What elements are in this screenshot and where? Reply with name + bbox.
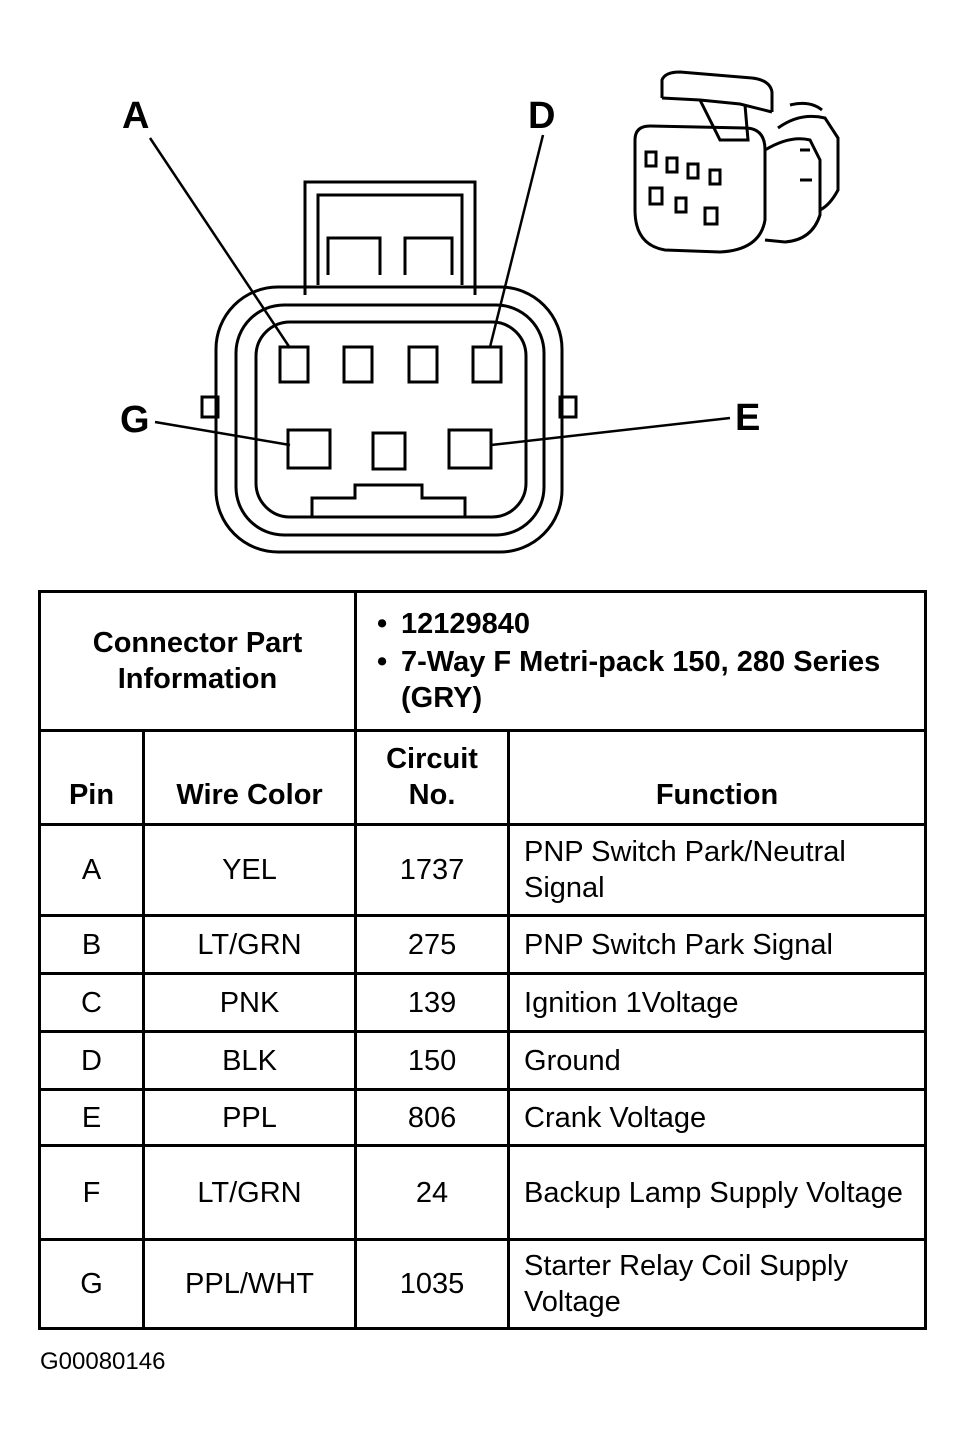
pin-cavity-g	[286, 428, 332, 470]
table-row: C PNK 139 Ignition 1Voltage	[38, 972, 928, 1033]
pin-cavity-d	[471, 345, 503, 384]
connector-body-outer	[214, 285, 564, 554]
connector-body-mid	[234, 303, 546, 537]
part-info-cell: 12129840 7-Way F Metri-pack 150, 280 Ser…	[354, 590, 928, 732]
circuit-cell: 24	[354, 1144, 511, 1241]
pin-cavity-f	[371, 431, 407, 471]
function-cell: PNP Switch Park Signal	[507, 914, 928, 975]
connector-diagram: A D G E	[120, 70, 840, 554]
connector-3d-illustration	[633, 70, 840, 254]
leader-g	[154, 420, 291, 447]
pin-cell: E	[38, 1088, 145, 1147]
wire-color-cell: PNK	[141, 972, 358, 1033]
pin-cell: A	[38, 823, 145, 917]
wire-color-cell: YEL	[141, 823, 358, 917]
pin-cavity-a	[278, 345, 310, 384]
circuit-cell: 150	[354, 1030, 511, 1091]
function-cell: Starter Relay Coil Supply Voltage	[507, 1238, 928, 1330]
pin-cell: F	[38, 1144, 145, 1241]
table-row: B LT/GRN 275 PNP Switch Park Signal	[38, 914, 928, 975]
circuit-cell: 1737	[354, 823, 511, 917]
function-cell: Crank Voltage	[507, 1088, 928, 1147]
wire-color-cell: BLK	[141, 1030, 358, 1091]
figure-id: G00080146	[40, 1348, 166, 1375]
col-header-pin: Pin	[38, 729, 145, 826]
circuit-cell: 1035	[354, 1238, 511, 1330]
circuit-cell: 275	[354, 914, 511, 975]
pin-cell: D	[38, 1030, 145, 1091]
pin-cavity-c	[407, 345, 439, 384]
pin-cavity-b	[342, 345, 374, 384]
function-cell: Ground	[507, 1030, 928, 1091]
pin-cell: G	[38, 1238, 145, 1330]
part-info-header: Connector Part Information	[37, 590, 358, 732]
pin-cell: B	[38, 914, 145, 975]
table-row: D BLK 150 Ground	[38, 1030, 928, 1091]
label-d: D	[528, 95, 555, 137]
label-a: A	[122, 95, 149, 137]
leader-e	[490, 416, 731, 447]
table-row: G PPL/WHT 1035 Starter Relay Coil Supply…	[38, 1238, 928, 1330]
pin-cavity-e	[447, 428, 493, 470]
table-row: E PPL 806 Crank Voltage	[38, 1088, 928, 1147]
wire-color-cell: PPL/WHT	[141, 1238, 358, 1330]
connector-table: Connector Part Information 12129840 7-Wa…	[37, 590, 928, 1330]
table-row: A YEL 1737 PNP Switch Park/Neutral Signa…	[38, 823, 928, 917]
leader-d	[488, 134, 545, 348]
circuit-cell: 806	[354, 1088, 511, 1147]
wire-color-cell: LT/GRN	[141, 1144, 358, 1241]
part-description: 7-Way F Metri-pack 150, 280 Series (GRY)	[371, 644, 910, 716]
col-header-function: Function	[507, 729, 928, 826]
wire-color-cell: PPL	[141, 1088, 358, 1147]
pin-cell: C	[38, 972, 145, 1033]
leader-a	[148, 137, 292, 349]
circuit-cell: 139	[354, 972, 511, 1033]
label-e: E	[735, 397, 760, 439]
function-cell: Ignition 1Voltage	[507, 972, 928, 1033]
wire-color-cell: LT/GRN	[141, 914, 358, 975]
label-g: G	[120, 399, 150, 441]
table-row: F LT/GRN 24 Backup Lamp Supply Voltage	[38, 1144, 928, 1241]
function-cell: Backup Lamp Supply Voltage	[507, 1144, 928, 1241]
function-cell: PNP Switch Park/Neutral Signal	[507, 823, 928, 917]
col-header-circuit: Circuit No.	[354, 729, 511, 826]
connector-body-inner	[254, 320, 528, 519]
col-header-wire-color: Wire Color	[141, 729, 358, 826]
part-number: 12129840	[371, 606, 910, 642]
